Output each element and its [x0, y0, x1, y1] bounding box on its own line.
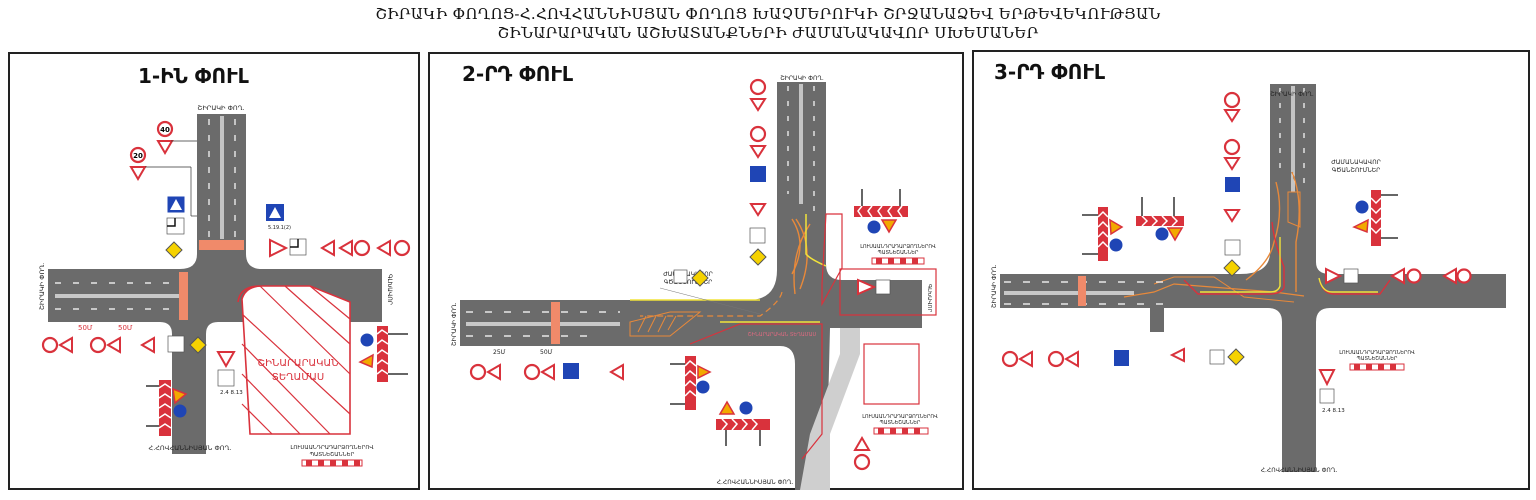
barrier-label-1: ԼՈՒՍԱԱՆԴՐԱԴԱՐՁՈՂՆԵՐՈՎ	[1339, 350, 1415, 356]
speed-limit-20-sign-west	[523, 363, 541, 381]
crosswalk-west	[1078, 276, 1086, 306]
speed-limit-20-sign-west	[1047, 350, 1065, 368]
svg-text:40: 40	[160, 126, 170, 134]
lane-direction-sign-icon	[750, 166, 766, 182]
road-label-shirak: ՇԻՐԱԿԻ ՓՈՂ.	[197, 104, 244, 112]
barrier-label-2: ՊԱՏՆԵՇԱՆՆԵՐ	[1357, 356, 1398, 362]
speed-limit-40-sign-north: 40	[156, 120, 174, 138]
road-label-shirak-side: ՇԻՐԱԿԻ ՓՈՂ.	[451, 302, 458, 346]
construction-zone	[237, 285, 351, 435]
speed-limit-20-sign-north	[749, 125, 767, 143]
speed-limit-40-sign-east	[1456, 268, 1472, 284]
svg-text:20: 20	[133, 152, 143, 160]
distance-1: 25Մ	[493, 349, 506, 356]
speed-limit-40-sign-west	[469, 363, 487, 381]
speed-limit-40-sign-north	[1223, 91, 1241, 109]
yield-sign-icon	[1325, 267, 1343, 285]
temp-markings-label-1: ԺԱՄԱՆԱԿԱՎՈՐ	[1331, 159, 1381, 166]
temp-markings-label-1: ԺԱՄԱՆԱԿԱՎՈՐ	[663, 271, 713, 278]
chevron-barrier-west-horizontal	[1136, 197, 1184, 242]
construction-zone-label-2: ՏԵՂԱՄԱՍ	[272, 372, 324, 383]
temp-markings-label-2: ԳԾԱՆՇՈՒՄՆԵՐ	[664, 279, 713, 286]
document-title-line2: ՇԻՆԱՐԱՐԱԿԱՆ ԱՇԽԱՏԱՆՔՆԵՐԻ ԺԱՄԱՆԱԿԱՎՈՐ ՍԽԵ…	[497, 24, 1039, 42]
speed-limit-40-sign-east	[393, 239, 411, 257]
distance-1: 50Մ	[78, 324, 93, 332]
barrier-label-1: ԼՈՒՍԱԱՆԴՐԱԴԱՐՁՈՂՆԵՐՈՎ	[290, 445, 374, 451]
crosswalk-west	[551, 302, 560, 344]
chevron-barrier-west-vertical	[1082, 207, 1124, 261]
phase-3-panel: 3-ՐԴ ՓՈՒԼ ՇԻՐԱԿԻ ՓՈՂ. Հ.ՀՈՎՀԱՆՆԻՍՅԱՆ ՓՈՂ…	[972, 50, 1530, 490]
crosswalk-west	[179, 272, 188, 320]
chevron-barrier-south-vertical	[670, 356, 712, 410]
lane-direction-sign-icon	[1225, 177, 1240, 192]
speed-limit-20-sign-east	[1406, 268, 1422, 284]
road-label-shirak: ՇԻՐԱԿԻ ՓՈՂ.	[1270, 91, 1314, 98]
warning-sign-icon	[320, 239, 335, 257]
phase-1-title: 1-ԻՆ ՓՈՒԼ	[138, 64, 249, 88]
warning-sign-icon-2	[376, 239, 391, 257]
road-shirak-vertical	[1000, 84, 1506, 472]
temp-markings-label-2: ԳԾԱՆՇՈՒՄՆԵՐ	[1332, 167, 1381, 174]
speed-limit-40-sign-west	[41, 336, 59, 354]
road-label-right-side: ԳԼԽԱՎՈՐ	[926, 284, 932, 313]
yield-sign-south-icon	[1318, 369, 1336, 387]
pedestrian-island	[800, 328, 860, 490]
road-label-right-side: ԳԼԽԱՎՈՐ	[386, 274, 393, 305]
barrier-label-2: ՊԱՏՆԵՇԱՆՆԵՐ	[878, 250, 919, 256]
speed-limit-40-sign-west	[1001, 350, 1019, 368]
svg-text:2.4 8.13: 2.4 8.13	[220, 390, 243, 396]
yield-sign-icon	[857, 278, 877, 296]
yield-sign-icon	[269, 238, 289, 258]
chevron-barrier-northeast	[854, 189, 908, 234]
priority-road-sign-icon	[165, 241, 183, 259]
speed-limit-40-sign-north	[749, 78, 767, 96]
road-label-hovhannisyan: Հ.ՀՈՎՀԱՆՆԻՍՅԱՆ ՓՈՂ.	[149, 444, 232, 452]
construction-zone-label-1: ՇԻՆԱՐԱՐԱԿԱՆ	[258, 358, 339, 369]
chevron-barrier-south-horizontal	[716, 400, 770, 446]
document-title-line1: ՇԻՐԱԿԻ ՓՈՂՈՑ-Հ.ՀՈՎՀԱՆՆԻՍՅԱՆ ՓՈՂՈՑ ԽԱՉՄԵՐ…	[375, 5, 1161, 23]
barrier-label-1: ԼՈՒՍԱԱՆԴՐԱԴԱՐՁՈՂՆԵՐՈՎ	[860, 244, 936, 250]
speed-limit-20-sign-north	[1223, 138, 1241, 156]
speed-limit-40-sign-south	[853, 453, 871, 471]
road-label-hovhannisyan: Հ.ՀՈՎՀԱՆՆԻՍՅԱՆ ՓՈՂ.	[1261, 467, 1338, 474]
phase-2-panel: 2-ՐԴ ՓՈՒԼ ՇԻՆԱՐԱՐԱԿԱՆ ՏԵՂԱՄԱՍ ՇԻՐԱԿԻ ՓՈՂ…	[428, 52, 964, 490]
phase-1-diagram: ՇԻՆԱՐԱՐԱԿԱՆ ՏԵՂԱՄԱՍ ՇԻՐԱԿԻ ՓՈՂ. Հ.ՀՈՎՀԱՆ…	[38, 104, 411, 467]
distance-2: 50Մ	[540, 349, 553, 356]
chevron-barrier-east	[358, 326, 408, 382]
chevron-barrier-southwest	[146, 380, 188, 436]
yield-sign-south-icon	[216, 351, 236, 369]
svg-text:5.19.1(2): 5.19.1(2)	[268, 225, 291, 231]
barrier-label-south-1: ԼՈՒՍԱԱՆԴՐԱԴԱՐՁՈՂՆԵՐՈՎ	[862, 414, 938, 420]
speed-limit-20-sign-west	[89, 336, 107, 354]
narrowing-sign-icon	[338, 239, 353, 257]
chevron-barrier-east	[1352, 190, 1398, 246]
phase-3-diagram: ՇԻՐԱԿԻ ՓՈՂ. Հ.ՀՈՎՀԱՆՆԻՍՅԱՆ ՓՈՂ. ՇԻՐԱԿԻ Փ…	[991, 84, 1506, 474]
speed-limit-20-sign-east	[353, 239, 371, 257]
work-zone-label: ՇԻՆԱՐԱՐԱԿԱՆ ՏԵՂԱՄԱՍ	[748, 332, 817, 338]
children-warning-icon	[129, 166, 147, 181]
phase-2-diagram: ՇԻՆԱՐԱՐԱԿԱՆ ՏԵՂԱՄԱՍ ՇԻՐԱԿԻ ՓՈՂ. Հ.ՀՈՎՀԱՆ…	[451, 75, 938, 490]
phase-2-title: 2-ՐԴ ՓՈՒԼ	[462, 62, 574, 86]
phase-1-panel: 1-ԻՆ ՓՈՒԼ ՇԻՆԱՐԱՐԱԿԱՆ ՏԵՂԱՄԱՍ	[8, 52, 420, 490]
speed-limit-20-sign-north: 20	[129, 146, 147, 164]
road-shirak-vertical	[48, 114, 382, 454]
crosswalk-north	[199, 240, 244, 250]
road-label-shirak: ՇԻՐԱԿԻ ՓՈՂ.	[780, 75, 824, 82]
phase-3-title: 3-ՐԴ ՓՈՒԼ	[994, 60, 1106, 84]
road-label-shirak-side: ՇԻՐԱԿԻ ՓՈՂ.	[991, 264, 998, 308]
road-works-warning-icon	[156, 140, 174, 155]
barrier-label-south-2: ՊԱՏՆԵՇԱՆՆԵՐ	[880, 420, 921, 426]
road-label-hovhannisyan: Հ.ՀՈՎՀԱՆՆԻՍՅԱՆ ՓՈՂ.	[717, 479, 794, 486]
barrier-label-2: ՊԱՏՆԵՇԱՆՆԵՐ	[310, 452, 355, 458]
svg-text:2.4 8.13: 2.4 8.13	[1322, 408, 1345, 414]
road-shirak-vertical	[460, 82, 922, 490]
distance-2: 50Մ	[118, 324, 133, 332]
road-label-shirak-side: ՇԻՐԱԿԻ ՓՈՂ.	[38, 263, 46, 310]
